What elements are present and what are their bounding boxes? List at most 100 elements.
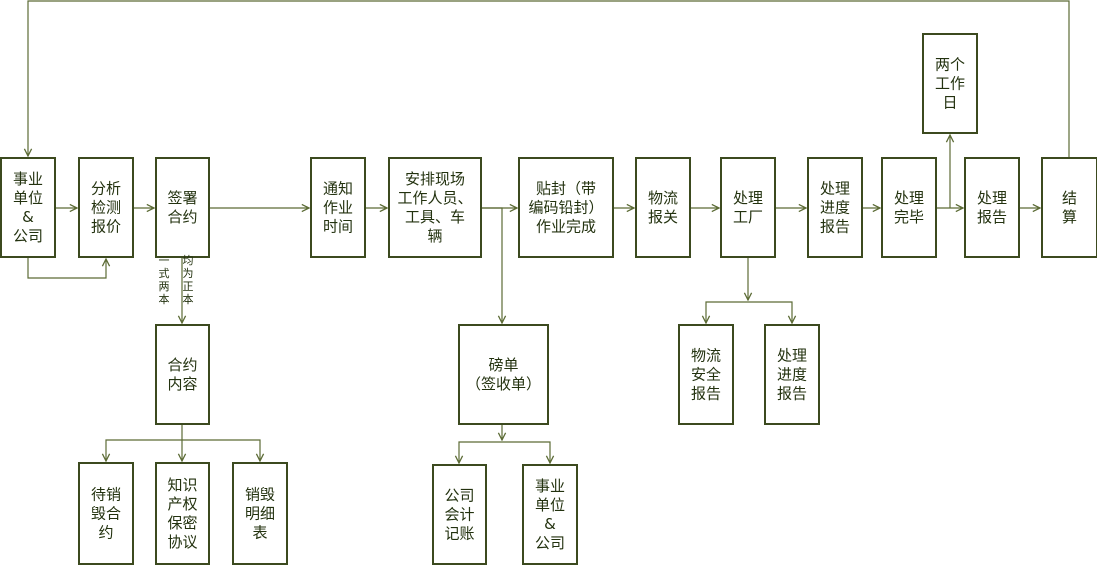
- arrow-shiye-to-fenxi-lower: [27, 257, 106, 279]
- node-label-line: 销毁: [245, 486, 275, 504]
- node-box: [764, 324, 820, 425]
- node-label-line: 处理: [894, 189, 924, 207]
- node-label-line: 公司: [444, 487, 474, 505]
- node-label-line: 单位: [13, 189, 43, 207]
- node-label-line: &: [22, 208, 34, 226]
- node-box: [155, 462, 210, 565]
- node-label-line: 单位: [535, 496, 565, 514]
- node-label-line: 内容: [167, 375, 197, 393]
- node-label-line: 时间: [323, 218, 353, 236]
- node-label-line: 辆: [427, 227, 442, 245]
- node-box: [964, 157, 1020, 258]
- node-label-line: 算: [1062, 208, 1077, 226]
- node-label-line: 公司: [535, 534, 565, 552]
- edge-label-text: 一式两本: [159, 254, 170, 306]
- node-label-line: 进度: [820, 199, 850, 217]
- node-box: [458, 324, 549, 425]
- node-label-line: 事业: [535, 477, 565, 495]
- node-label-line: 待销: [91, 486, 121, 504]
- node-label-line: 会计: [444, 506, 474, 524]
- node-box: [1041, 157, 1097, 258]
- node-label-line: 检测: [91, 199, 121, 217]
- node-label-line: 工作人员、: [397, 189, 472, 207]
- node-label-line: &: [544, 515, 556, 533]
- node-label-line: 签署: [167, 189, 197, 207]
- node-label-line: 物流: [648, 189, 678, 207]
- edge-label-text: 均为正本: [183, 254, 194, 306]
- node-box: [310, 157, 366, 258]
- arrow-heyue-to-daixiao: [106, 439, 182, 461]
- arrow-gongchang-to-wuliu2: [706, 301, 748, 323]
- node-bangdan: 磅单（签收单）: [458, 324, 549, 425]
- node-label-line: 通知: [323, 180, 353, 198]
- node-box: [155, 157, 210, 258]
- node-label-line: 处理: [777, 347, 807, 365]
- node-label-line: 作业: [323, 199, 353, 217]
- arrow-bangdan-to-kuaiji: [459, 441, 502, 463]
- node-label-line: 报告: [777, 385, 807, 403]
- node-box: [635, 157, 691, 258]
- node-label-line: 磅单: [488, 356, 518, 374]
- arrow-feedback-loop: [28, 0, 1070, 158]
- node-label-line: 报告: [820, 218, 850, 236]
- node-label-line: 处理: [977, 189, 1007, 207]
- edge-label-junwei: 均为正本: [183, 254, 194, 306]
- node-label-line: 完毕: [894, 208, 924, 226]
- node-label-line: 工作: [935, 75, 965, 93]
- node-box: [807, 157, 863, 258]
- arrow-heyue-to-xiaohui: [182, 439, 260, 461]
- arrow-gongchang-to-jindu2: [748, 301, 792, 323]
- node-label-line: 工具、车: [405, 208, 465, 226]
- node-label-line: 记账: [444, 525, 474, 543]
- node-label-line: 作业完成: [536, 218, 596, 236]
- node-label-line: 物流: [691, 347, 721, 365]
- node-label-line: 处理: [820, 180, 850, 198]
- node-label-line: 安排现场: [405, 170, 465, 188]
- node-label-line: （签收单）: [466, 375, 541, 393]
- node-label-line: 贴封（带: [536, 180, 596, 198]
- node-box: [0, 157, 56, 258]
- node-box: [522, 464, 578, 565]
- arrow-bangdan-to-shiye: [502, 441, 550, 463]
- node-label-line: 编码铅封）: [528, 199, 603, 217]
- node-label-line: 安全: [691, 366, 721, 384]
- node-box: [720, 157, 776, 258]
- node-box: [388, 157, 482, 258]
- node-label-line: 公司: [13, 227, 43, 245]
- node-label-line: 结: [1062, 189, 1077, 207]
- node-label-line: 毁合: [91, 505, 121, 523]
- node-jiesuan: 结算: [1041, 157, 1097, 258]
- node-box: [232, 462, 288, 565]
- node-label-line: 报价: [91, 218, 121, 236]
- node-label-line: 两个: [935, 56, 965, 74]
- connector-layer: [27, 0, 1070, 463]
- node-box: [78, 462, 134, 565]
- node-label-line: 处理: [733, 189, 763, 207]
- node-label-line: 日: [942, 94, 957, 112]
- node-label-line: 产权: [167, 495, 197, 513]
- node-label-line: 报告: [977, 208, 1007, 226]
- node-label-line: 报关: [648, 208, 678, 226]
- node-label-line: 合约: [167, 208, 197, 226]
- node-box: [881, 157, 937, 258]
- node-label-line: 合约: [167, 356, 197, 374]
- node-label-line: 进度: [777, 366, 807, 384]
